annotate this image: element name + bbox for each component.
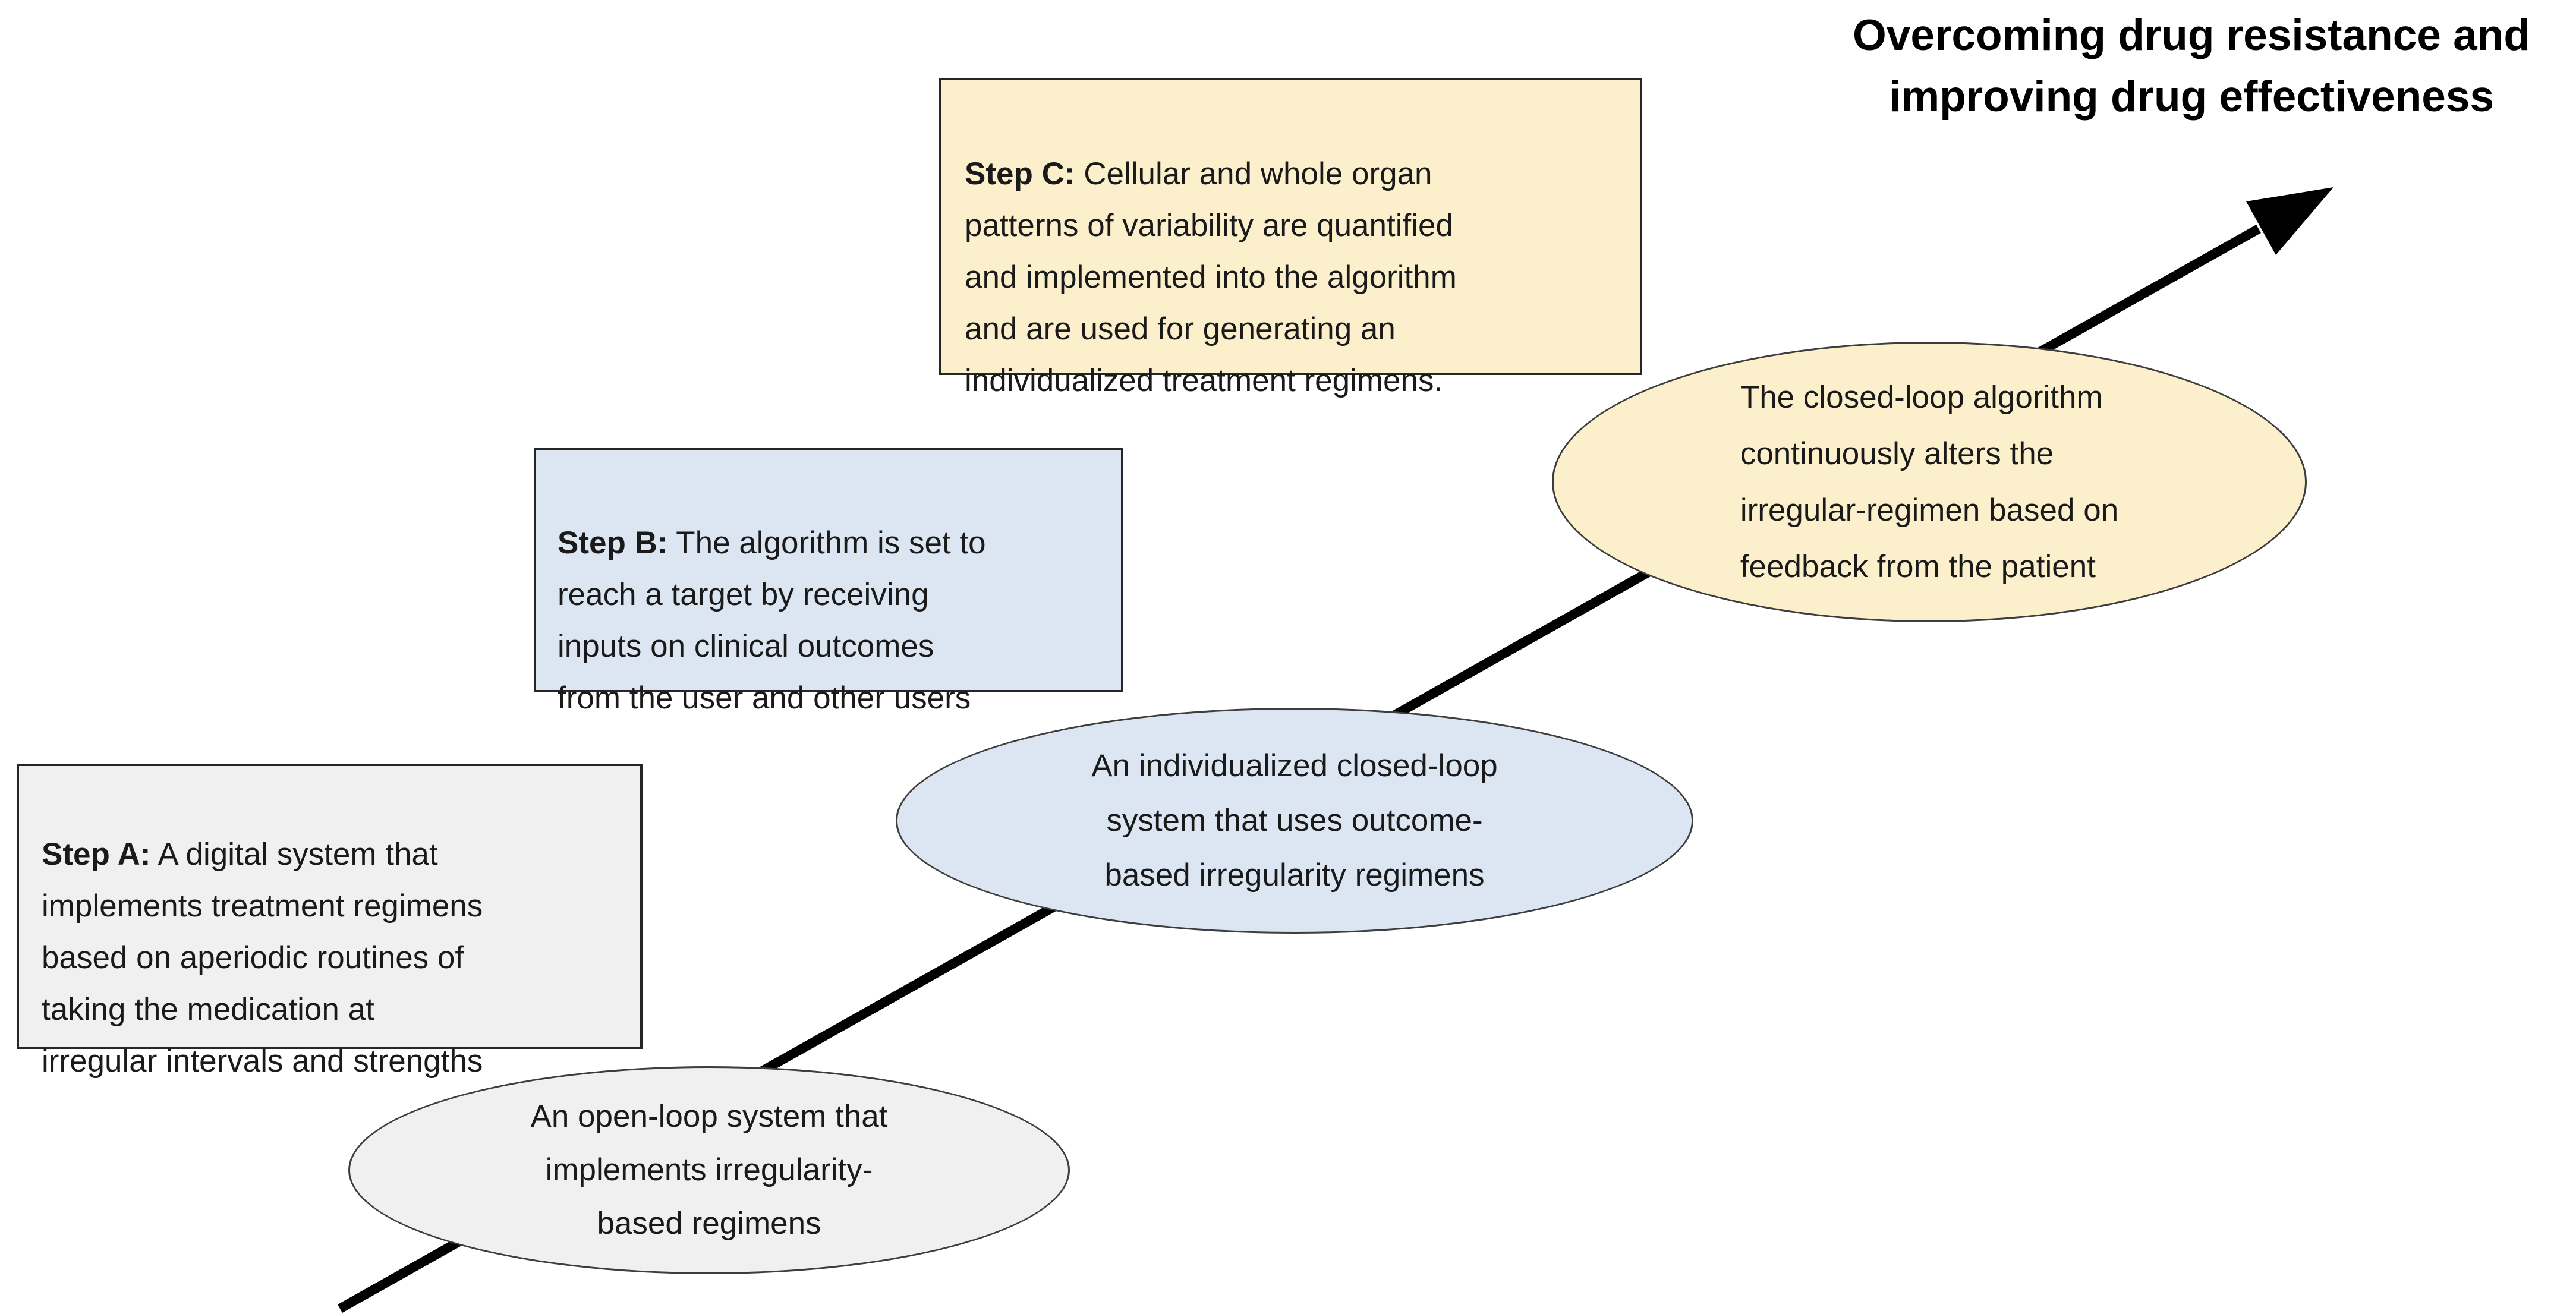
step-b-label: Step B: xyxy=(558,525,668,560)
step-a-box: Step A: A digital system that implements… xyxy=(17,764,643,1079)
step-a-label: Step A: xyxy=(42,837,151,872)
open-loop-text: An open-loop system that implements irre… xyxy=(530,1099,888,1241)
step-a-text: A digital system that implements treatme… xyxy=(42,837,483,1079)
diagram-title: Overcoming drug resistance and improving… xyxy=(1853,11,2530,121)
step-b-text: The algorithm is set to reach a target b… xyxy=(558,525,986,716)
closed-loop-feedback-ellipse: The closed-loop algorithm continuously a… xyxy=(1552,342,2307,622)
trend-arrow-head xyxy=(2246,187,2333,255)
open-loop-ellipse: An open-loop system that implements irre… xyxy=(348,1066,1070,1274)
step-c-label: Step C: xyxy=(965,156,1075,191)
step-c-text: Cellular and whole organ patterns of var… xyxy=(965,156,1457,398)
individualized-closed-loop-text: An individualized closed-loop system tha… xyxy=(1091,748,1498,893)
closed-loop-feedback-text: The closed-loop algorithm continuously a… xyxy=(1740,380,2119,584)
step-c-box: Step C: Cellular and whole organ pattern… xyxy=(939,78,1642,398)
individualized-closed-loop-ellipse: An individualized closed-loop system tha… xyxy=(896,708,1693,934)
step-b-box: Step B: The algorithm is set to reach a … xyxy=(534,448,1123,716)
